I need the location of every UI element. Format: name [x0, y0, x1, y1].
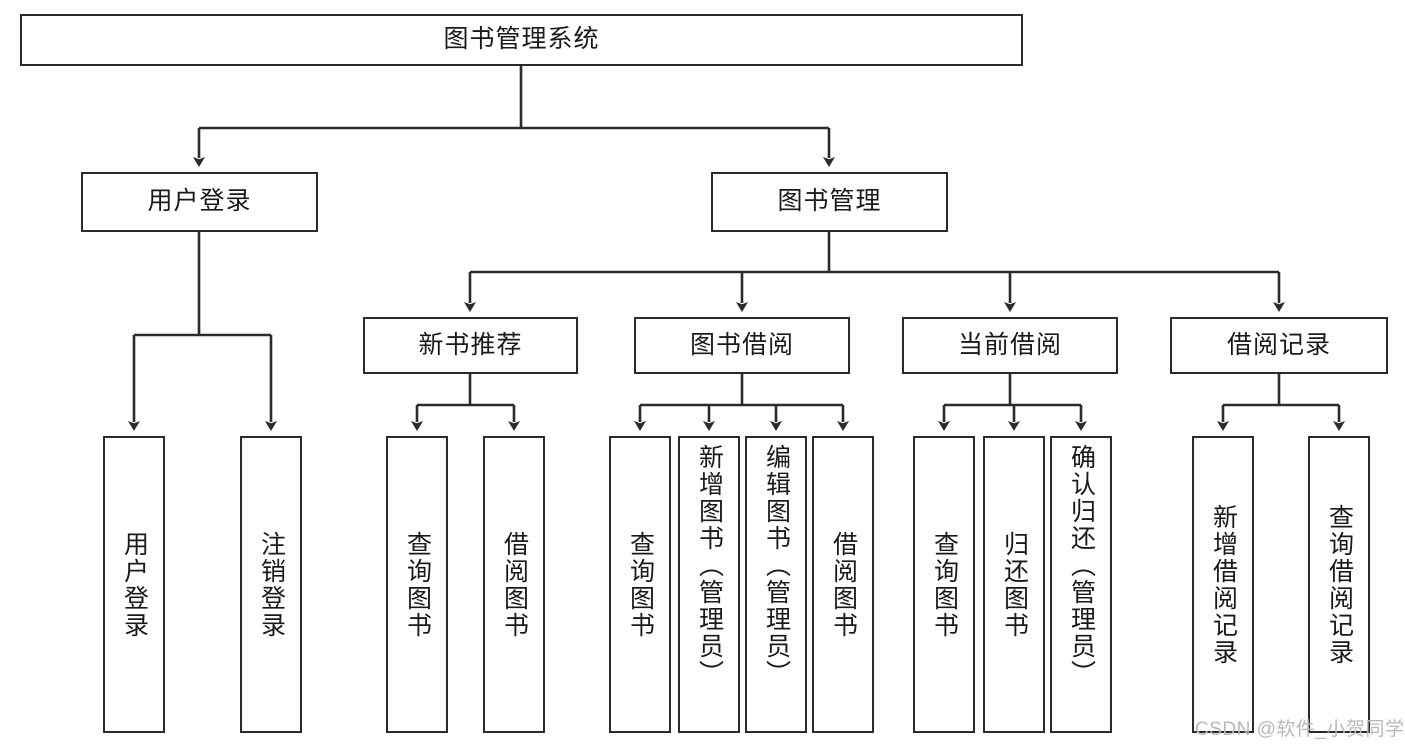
node-leaf-query-borrow-record-label: 查询借阅记录 [1325, 503, 1354, 666]
node-borrow-record-label: 借阅记录 [1226, 330, 1331, 359]
node-book-management-label: 图书管理 [777, 187, 882, 216]
node-current-borrow-label: 当前借阅 [957, 330, 1062, 359]
node-user-login-label: 用户登录 [147, 187, 252, 216]
node-leaf-add-book-admin[interactable]: 新增图书（管理员） [678, 436, 740, 733]
node-leaf-query-borrow-record[interactable]: 查询借阅记录 [1308, 436, 1370, 733]
node-leaf-add-book-admin-label: 新增图书（管理员） [695, 444, 724, 687]
node-leaf-borrow-book-1-label: 借阅图书 [500, 530, 529, 639]
node-leaf-edit-book-admin-label: 编辑图书（管理员） [762, 444, 791, 687]
node-borrow-record[interactable]: 借阅记录 [1170, 317, 1388, 374]
node-book-borrow-label: 图书借阅 [689, 330, 794, 359]
node-leaf-logout[interactable]: 注销登录 [240, 436, 302, 733]
csdn-watermark: CSDN @软件_小贺同学 [1195, 719, 1405, 740]
node-leaf-query-book-2[interactable]: 查询图书 [609, 436, 671, 733]
node-leaf-query-book-2-label: 查询图书 [626, 530, 655, 639]
node-leaf-user-login-label: 用户登录 [120, 530, 149, 639]
node-new-book-recommendation[interactable]: 新书推荐 [363, 317, 578, 374]
node-leaf-borrow-book-2[interactable]: 借阅图书 [812, 436, 874, 733]
node-book-management[interactable]: 图书管理 [711, 172, 948, 232]
node-leaf-add-borrow-record-label: 新增借阅记录 [1209, 503, 1238, 666]
node-root-system-label: 图书管理系统 [443, 25, 600, 54]
node-leaf-return-book[interactable]: 归还图书 [983, 436, 1045, 733]
node-leaf-query-book-1[interactable]: 查询图书 [386, 436, 448, 733]
node-leaf-confirm-return-admin[interactable]: 确认归还（管理员） [1050, 436, 1112, 733]
node-root-system[interactable]: 图书管理系统 [20, 14, 1023, 66]
node-leaf-query-book-1-label: 查询图书 [403, 530, 432, 639]
node-leaf-return-book-label: 归还图书 [1000, 530, 1029, 639]
node-current-borrow[interactable]: 当前借阅 [902, 317, 1118, 374]
node-leaf-query-book-3-label: 查询图书 [930, 530, 959, 639]
node-leaf-confirm-return-admin-label: 确认归还（管理员） [1067, 444, 1096, 687]
node-leaf-add-borrow-record[interactable]: 新增借阅记录 [1192, 436, 1254, 733]
node-leaf-query-book-3[interactable]: 查询图书 [913, 436, 975, 733]
node-book-borrow[interactable]: 图书借阅 [634, 317, 850, 374]
node-leaf-user-login[interactable]: 用户登录 [103, 436, 165, 733]
node-leaf-borrow-book-2-label: 借阅图书 [829, 530, 858, 639]
node-leaf-edit-book-admin[interactable]: 编辑图书（管理员） [745, 436, 807, 733]
node-new-book-recommendation-label: 新书推荐 [418, 330, 523, 359]
node-user-login[interactable]: 用户登录 [81, 172, 318, 232]
node-leaf-borrow-book-1[interactable]: 借阅图书 [483, 436, 545, 733]
node-leaf-logout-label: 注销登录 [257, 530, 286, 639]
